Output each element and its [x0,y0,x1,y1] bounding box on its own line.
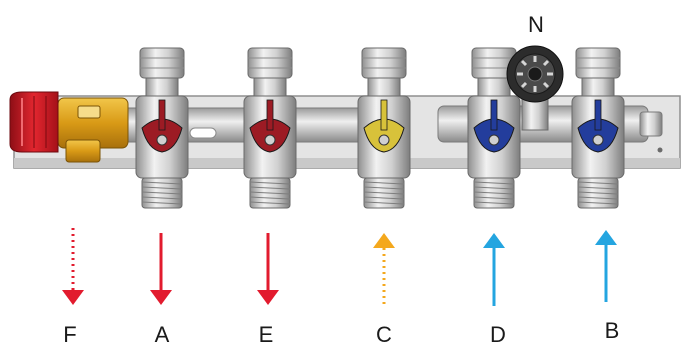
label-B: B [604,318,620,343]
label-E: E [258,322,274,347]
label-D: D [490,322,506,347]
arrow-B [595,230,617,302]
arrow-D [483,233,505,306]
flow-arrows [62,228,617,306]
label-F: F [63,322,77,347]
arrow-E [257,233,279,305]
arrow-A [150,233,172,305]
arrow-F-dotted [62,228,84,305]
safety-valve-icon [9,91,129,163]
arrow-C-dotted [373,233,395,305]
valve-A [135,47,189,209]
valve-E [243,47,297,209]
pressure-gauge-icon [506,45,564,131]
valve-C [357,47,411,209]
label-A: A [154,322,170,347]
valve-B [571,47,625,209]
label-C: C [376,322,392,347]
label-N: N [528,12,544,37]
